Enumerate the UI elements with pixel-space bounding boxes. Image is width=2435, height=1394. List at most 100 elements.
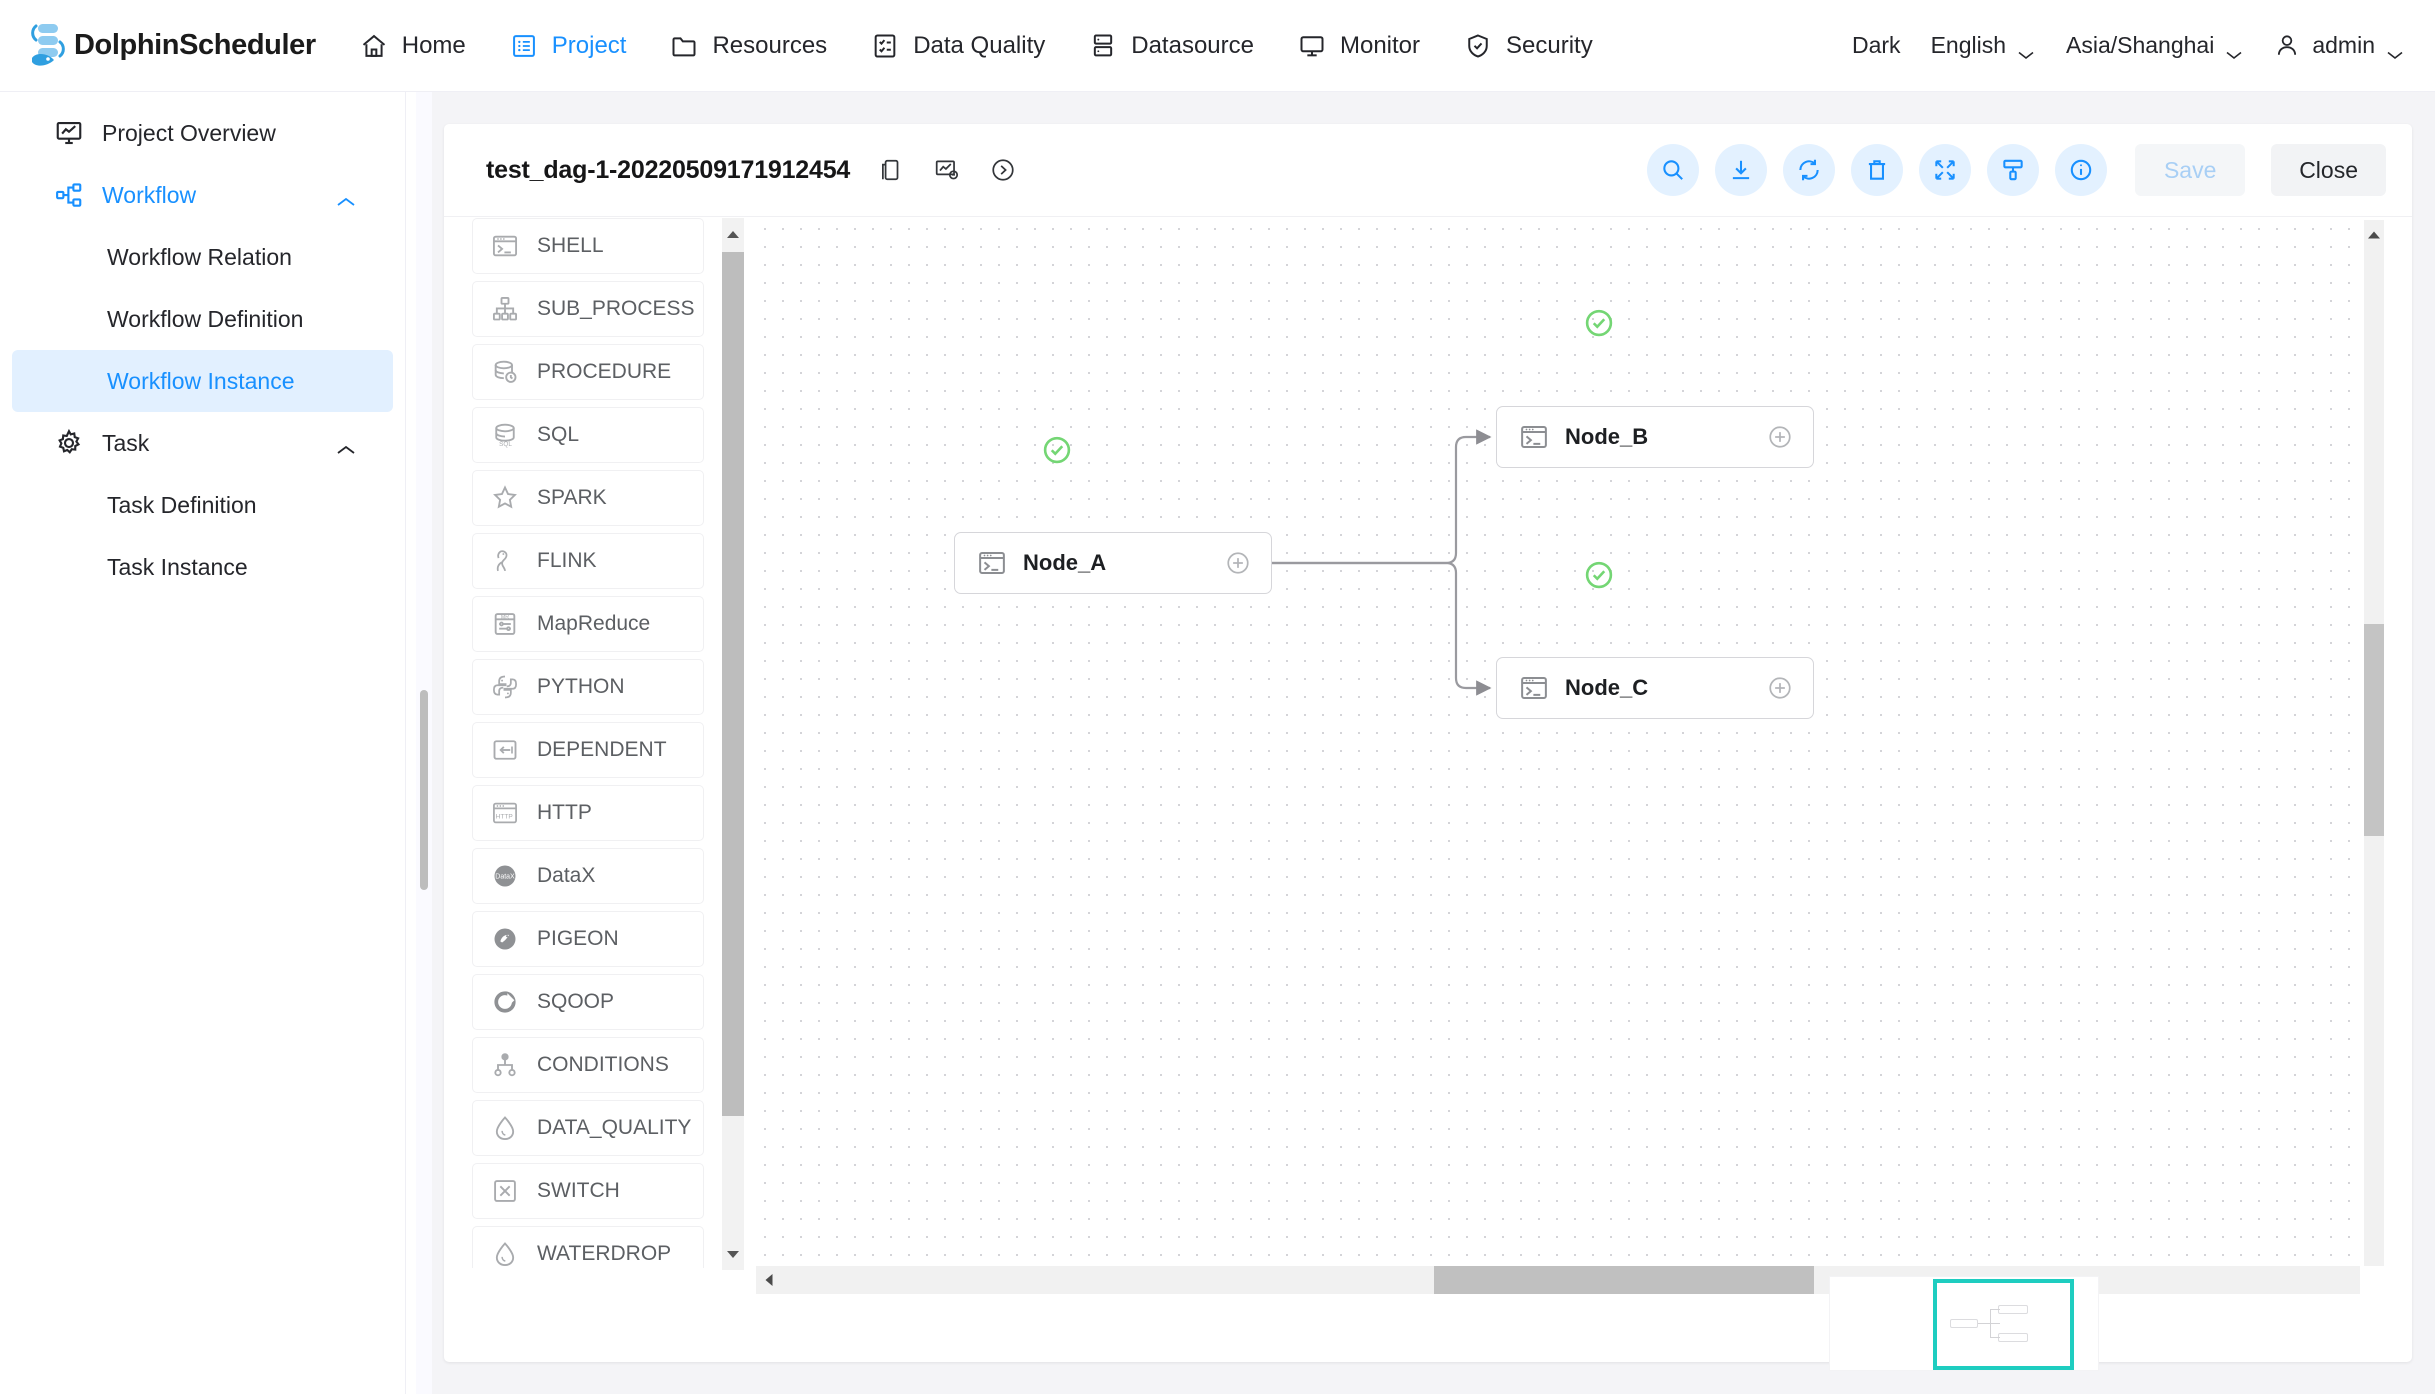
close-button[interactable]: Close	[2271, 144, 2386, 196]
nav-item-data-quality[interactable]: Data Quality	[871, 0, 1045, 92]
palette-item-shell[interactable]: SHELL	[472, 218, 704, 274]
nav-item-home[interactable]: Home	[360, 0, 466, 92]
canvas-scroll-left-icon[interactable]	[760, 1271, 778, 1289]
sidebar-scrollbar-thumb[interactable]	[420, 690, 428, 890]
nav-label-data-quality: Data Quality	[913, 31, 1046, 59]
palette-item-waterdrop[interactable]: WATERDROP	[472, 1226, 704, 1268]
nav-label-resources: Resources	[712, 31, 828, 59]
dag-node-node-c[interactable]: Node_C	[1496, 657, 1814, 719]
chevron-up-icon[interactable]	[335, 436, 357, 454]
palette-label: MapReduce	[537, 612, 651, 635]
palette-item-sql[interactable]: SQL SQL	[472, 407, 704, 463]
nav-item-datasource[interactable]: Datasource	[1089, 0, 1254, 92]
gear-icon	[54, 428, 84, 458]
procedure-icon	[491, 358, 519, 386]
palette-item-dependent[interactable]: DEPENDENT	[472, 722, 704, 778]
refresh-icon[interactable]	[1783, 144, 1836, 196]
search-icon[interactable]	[1647, 144, 1700, 196]
user-menu[interactable]: admin	[2274, 32, 2405, 60]
home-icon	[360, 32, 388, 60]
palette-item-pigeon[interactable]: PIGEON	[472, 911, 704, 967]
palette-scroll-up-icon[interactable]	[722, 218, 744, 250]
palette-item-datax[interactable]: DataX DataX	[472, 848, 704, 904]
palette-scrollbar-thumb[interactable]	[722, 252, 744, 1116]
node-status-success-icon	[1584, 560, 1614, 590]
database-icon	[1089, 32, 1117, 60]
sidebar-item-workflow-relation[interactable]: Workflow Relation	[12, 226, 393, 288]
sidebar-item-project-overview[interactable]: Project Overview	[12, 102, 393, 164]
datax-icon: DataX	[491, 862, 519, 890]
sidebar-item-workflow-definition[interactable]: Workflow Definition	[12, 288, 393, 350]
palette-item-sqoop[interactable]: SQOOP	[472, 974, 704, 1030]
palette-item-python[interactable]: PYTHON	[472, 659, 704, 715]
minimap-edge	[1990, 1309, 2000, 1310]
format-icon[interactable]	[1987, 144, 2040, 196]
dag-node-node-b[interactable]: Node_B	[1496, 406, 1814, 468]
sidebar-label-task: Task	[102, 429, 150, 456]
palette-label: CONDITIONS	[537, 1053, 669, 1076]
palette-item-sub-process[interactable]: SUB_PROCESS	[472, 281, 704, 337]
chevron-up-icon[interactable]	[335, 188, 357, 206]
palette-item-data-quality[interactable]: DATA_QUALITY	[472, 1100, 704, 1156]
download-icon[interactable]	[1715, 144, 1768, 196]
task-type-palette: SHELL SUB_PROCESS	[472, 218, 722, 1268]
palette-item-procedure[interactable]: PROCEDURE	[472, 344, 704, 400]
nav-item-project[interactable]: Project	[510, 0, 626, 92]
nav-item-security[interactable]: Security	[1464, 0, 1593, 92]
palette-item-switch[interactable]: SWITCH	[472, 1163, 704, 1219]
nav-item-resources[interactable]: Resources	[670, 0, 827, 92]
delete-icon[interactable]	[1851, 144, 1904, 196]
play-circle-icon[interactable]	[990, 157, 1016, 183]
dag-node-node-a[interactable]: Node_A	[954, 532, 1272, 594]
theme-toggle[interactable]: Dark	[1852, 32, 1901, 59]
palette-item-conditions[interactable]: CONDITIONS	[472, 1037, 704, 1093]
fullscreen-icon[interactable]	[1919, 144, 1972, 196]
sidebar-item-task-definition[interactable]: Task Definition	[12, 474, 393, 536]
info-icon[interactable]	[2055, 144, 2108, 196]
palette-item-mapreduce[interactable]: MR MapReduce	[472, 596, 704, 652]
dependent-icon	[491, 736, 519, 764]
canvas-scroll-up-icon[interactable]	[2364, 224, 2384, 246]
sidebar-label-workflow-instance: Workflow Instance	[107, 367, 295, 394]
chevron-down-icon	[2385, 40, 2405, 59]
sidebar-label-task-instance: Task Instance	[107, 553, 248, 580]
sidebar-label-workflow-definition: Workflow Definition	[107, 305, 304, 332]
waterdrop-icon	[491, 1240, 519, 1268]
shell-icon	[1519, 422, 1549, 452]
dag-canvas[interactable]: Node_A	[756, 220, 2360, 1266]
canvas-minimap[interactable]	[1829, 1276, 2099, 1371]
sidebar-label-workflow-relation: Workflow Relation	[107, 243, 292, 270]
sidebar-item-task-instance[interactable]: Task Instance	[12, 536, 393, 598]
sidebar-item-task[interactable]: Task	[12, 412, 393, 474]
canvas-vscrollbar-thumb[interactable]	[2364, 624, 2384, 836]
dag-header: test_dag-1-20220509171912454	[444, 124, 2412, 217]
chevron-down-icon	[2016, 40, 2036, 59]
palette-label: FLINK	[537, 549, 597, 572]
sidebar-label-workflow: Workflow	[102, 181, 197, 208]
brand[interactable]: DolphinScheduler	[22, 20, 316, 72]
edge-node-a-to-node-c	[1272, 561, 1492, 696]
save-button[interactable]: Save	[2135, 144, 2246, 196]
user-icon	[2274, 32, 2302, 60]
canvas-hscrollbar-thumb[interactable]	[1434, 1266, 1814, 1294]
sidebar-item-workflow-instance[interactable]: Workflow Instance	[12, 350, 393, 412]
language-selector[interactable]: English	[1931, 32, 2036, 59]
nav-label-monitor: Monitor	[1339, 31, 1421, 59]
nav-item-monitor[interactable]: Monitor	[1298, 0, 1420, 92]
palette-scroll-down-icon[interactable]	[722, 1238, 744, 1270]
palette-label: SWITCH	[537, 1179, 620, 1202]
palette-item-http[interactable]: HTTP HTTP	[472, 785, 704, 841]
add-downstream-icon[interactable]	[1225, 550, 1251, 576]
timezone-selector[interactable]: Asia/Shanghai	[2066, 32, 2244, 59]
add-downstream-icon[interactable]	[1767, 424, 1793, 450]
add-downstream-icon[interactable]	[1767, 675, 1793, 701]
version-icon[interactable]	[934, 157, 960, 183]
palette-item-spark[interactable]: SPARK	[472, 470, 704, 526]
copy-icon[interactable]	[878, 157, 904, 183]
edge-node-a-to-node-b	[1272, 429, 1492, 565]
sidebar-item-workflow[interactable]: Workflow	[12, 164, 393, 226]
palette-item-flink[interactable]: FLINK	[472, 533, 704, 589]
node-status-success-icon	[1584, 308, 1614, 338]
content-area: test_dag-1-20220509171912454	[432, 92, 2435, 1394]
minimap-viewport[interactable]	[1933, 1279, 2074, 1370]
